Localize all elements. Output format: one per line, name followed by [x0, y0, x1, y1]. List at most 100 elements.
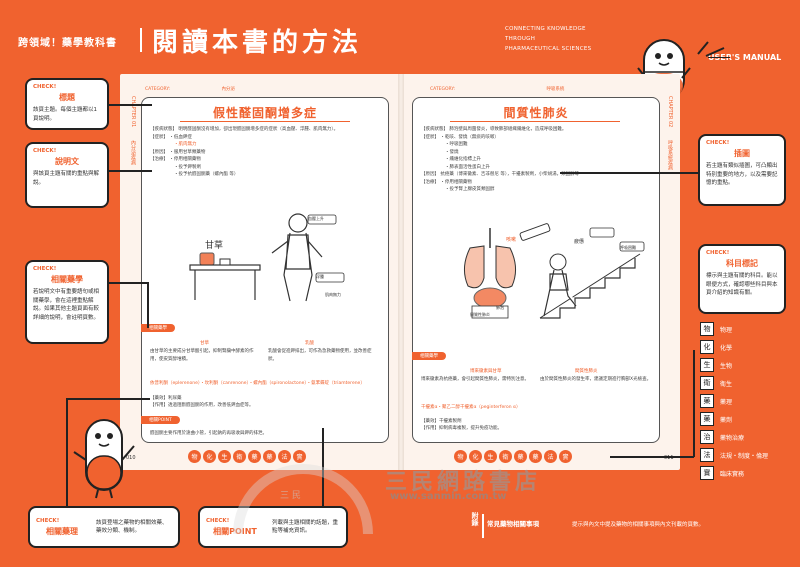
subject-legend-item: 衛衛生	[700, 376, 790, 390]
right-topic-title: 間質性肺炎	[503, 106, 569, 120]
subject-chip: 生	[218, 450, 231, 463]
point-text: 醛固酮主要作用於遠曲小管，引起鈉的再吸收與鉀的排泄。	[150, 431, 267, 436]
connector-line	[66, 398, 150, 400]
appendix-title: 常見藥物相關事項	[487, 520, 539, 528]
page-title: 閱讀本書的方法	[152, 28, 363, 58]
subject-chips-left: 物 化 生 衛 藥 藥 法 實	[188, 450, 306, 463]
left-title-underline	[180, 121, 350, 122]
subject-chips-right: 物 化 生 衛 藥 藥 法 實	[454, 450, 572, 463]
subject-legend-item: 化化學	[700, 340, 790, 354]
watermark-url: www.sanmin.com.tw	[390, 491, 507, 502]
page-number-left: 010	[126, 455, 136, 461]
figure-label: 血壓上升	[308, 216, 324, 221]
callout-related-pharmacology: CHECK! 相關藥理 該頁登場之藥物的相關效藥、藥效分類、機制。	[28, 506, 180, 548]
subject-legend-item: 藥藥理	[700, 394, 790, 408]
figure-label: 間質性肺炎	[470, 312, 490, 317]
subject-legend-item: 生生物	[700, 358, 790, 372]
subject-chip: 衛	[499, 450, 512, 463]
category-left: CATEGORY: 內分泌	[145, 87, 235, 92]
callout-subject-mark: CHECK! 科目標記 標示與主題有關的科目。能以眼便方式，確認哪些科目與本頁介…	[698, 244, 786, 314]
subject-legend-item: 藥藥劑	[700, 412, 790, 426]
drug-text: 由於間質性肺炎的發生率，建議定期進行胸部X光檢查。	[540, 377, 652, 382]
left-page-card	[141, 97, 389, 443]
connector-line	[108, 104, 152, 106]
capsule-mascot-icon	[73, 419, 135, 499]
left-illustration	[189, 213, 345, 302]
drug-text: 乳酸會促進鉀排出，可作為急救藥物使用，並改善症狀。	[268, 349, 372, 362]
pharm-line: 依普利酮（eplerenone）・坎利酮（canrenone）・螺內酯（spir…	[150, 381, 365, 386]
figure-label: 浮腫	[316, 274, 324, 279]
callout-title: CHECK! 標題 該頁主題。每個主題都以1頁說明。	[25, 78, 109, 130]
left-topic-title: 假性醛固酮增多症	[212, 106, 317, 120]
connector-line	[560, 172, 698, 174]
page-number-right: 011	[664, 455, 674, 461]
appendix-divider	[482, 514, 484, 538]
figure-label: 呼吸困難	[620, 245, 636, 250]
subject-chip: 藥	[248, 450, 261, 463]
subject-legend-item: 物物理	[700, 322, 790, 336]
figure-label: 咳嗽	[506, 237, 517, 243]
appendix-description: 提示與內文中提及藥物的相關事項與內文刊載的頁數。	[572, 522, 705, 528]
subject-chip: 法	[278, 450, 291, 463]
pharm-sub: 【作用】抑制病毒複製，提升免疫功能。	[421, 426, 502, 431]
sparkle-lines-icon	[697, 41, 730, 58]
english-tagline: CONNECTING KNOWLEDGE THROUGH PHARMACEUTI…	[505, 26, 592, 52]
figure-label-gancao: 甘草	[205, 241, 224, 251]
chapter-left: CHAPTER 01	[130, 96, 136, 128]
right-page-card	[412, 97, 660, 443]
series-name: 跨領域！藥學教科書	[18, 38, 117, 49]
watermark-store-name: 三民網路書店	[385, 470, 542, 495]
drug-col-head: 間質性肺炎	[575, 369, 598, 374]
pharm-sub: 【作用】透過阻斷醛固酮的作用，改善低鉀血症等。	[150, 403, 254, 408]
section-left: 內分泌疾病	[130, 140, 136, 165]
subject-chip: 化	[203, 450, 216, 463]
subject-legend-item: 實臨床實務	[700, 466, 790, 480]
pharm-line: 干擾素α・聚乙二醇干擾素α（peginterferon α）	[421, 405, 521, 410]
left-body-text: 【疾病狀態】 明明醛固酮沒有增加，卻出現醛固酮增多症的症狀（高血壓、浮腫、肌肉無…	[150, 127, 339, 177]
connector-line	[66, 398, 68, 506]
drug-col-head: 甘草	[200, 341, 209, 346]
connector-line	[147, 282, 149, 328]
drug-text: 博來黴素為抗癌藥，會引起間質性肺炎，需特別注意。	[421, 377, 529, 382]
subject-chip: 衛	[233, 450, 246, 463]
tag-related-drugs-left: 相關藥學	[141, 324, 175, 332]
tag-related-point-left: 相關POINT	[141, 416, 180, 424]
pharm-sub: 【藥效】干擾素製劑	[421, 419, 462, 424]
subject-chip: 物	[188, 450, 201, 463]
subject-chip: 實	[293, 450, 306, 463]
subject-chip: 實	[559, 450, 572, 463]
subject-chip: 法	[544, 450, 557, 463]
drug-text: 由甘草的主要成分甘草酸引起，抑制腎臟中酵素的作用，使皮質醇堆積。	[150, 349, 254, 362]
connector-line	[108, 170, 152, 172]
header-divider	[140, 28, 142, 52]
figure-label: 疲憊	[574, 239, 585, 245]
subject-legend-item: 法法規・制度・倫理	[700, 448, 790, 462]
subject-legend-item: 治藥物治療	[700, 430, 790, 444]
callout-illustration: CHECK! 插圖 若主題有類似插圖，可凸顯出特別重要的地方，以及需要記憶的重點…	[698, 134, 786, 206]
subject-chip: 化	[469, 450, 482, 463]
drug-col-head: 博來黴素與甘草	[470, 369, 502, 374]
subject-legend: 物物理 化化學 生生物 衛衛生 藥藥理 藥藥劑 治藥物治療 法法規・制度・倫理 …	[700, 322, 790, 484]
pharm-sub: 【藥效】利尿藥	[150, 396, 182, 401]
category-right: CATEGORY: 呼吸系統	[430, 87, 565, 92]
connector-line	[108, 282, 148, 284]
watermark-logo-text: 三 民	[280, 491, 301, 501]
appendix-label: 附錄	[471, 512, 479, 526]
connector-line	[610, 456, 694, 458]
drug-col-head: 乳酸	[305, 341, 314, 346]
subject-chip: 藥	[529, 450, 542, 463]
tag-related-drugs-right: 相關藥學	[412, 352, 446, 360]
callout-related-drugs: CHECK! 相關藥學 若說明文中有重要語句或相關藥學，會在這裡重點解說。如果其…	[25, 260, 109, 344]
figure-label: 肺泡	[496, 305, 504, 310]
watermark-logo	[233, 464, 373, 534]
users-manual-label: USER'S MANUAL	[708, 53, 782, 62]
right-illustration	[464, 223, 645, 319]
subject-chip: 藥	[263, 450, 276, 463]
right-body-text: 【疾病狀態】 肺泡壁與周圍發炎，導致肺部組織纖維化，造成呼吸困難。 【症狀】 ・…	[421, 127, 580, 192]
chapter-right: CHAPTER 02	[667, 96, 673, 128]
callout-description: CHECK! 說明文 與該頁主題有關的重點與解說。	[25, 142, 109, 208]
subject-chip: 物	[454, 450, 467, 463]
figure-label: 肌肉無力	[325, 292, 341, 297]
section-right: 呼吸系統疾病	[667, 140, 673, 170]
connector-line	[693, 350, 695, 457]
